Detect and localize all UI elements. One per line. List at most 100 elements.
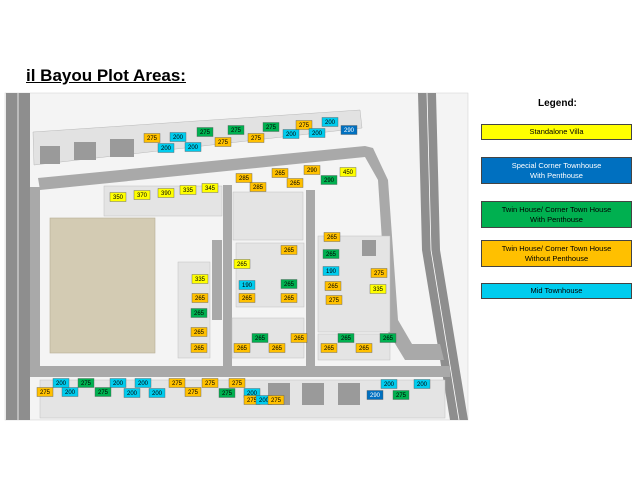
- plot-marker: [321, 117, 339, 127]
- plot-area-label: 265: [284, 248, 295, 254]
- plot-mid-200: 200: [123, 388, 141, 398]
- plot-area-label: 265: [194, 346, 205, 352]
- plot-marker: [308, 128, 326, 138]
- plot-mid-200: 200: [413, 379, 431, 389]
- plot-area-label: 265: [237, 262, 248, 268]
- plot-area-label: 265: [194, 330, 205, 336]
- plot-twin_ph-290: 290: [320, 175, 338, 185]
- plot-marker: [271, 168, 289, 178]
- plot-twin-275: 275: [228, 378, 246, 388]
- plot-area-label: 275: [222, 391, 233, 397]
- plot-twin-275: 275: [168, 378, 186, 388]
- plot-twin-275: 275: [184, 387, 202, 397]
- plot-marker: [324, 281, 342, 291]
- plot-villa-335: 335: [179, 185, 197, 195]
- plot-marker: [337, 333, 355, 343]
- plot-area-label: 200: [417, 382, 428, 388]
- plot-villa-345: 345: [201, 183, 219, 193]
- plot-marker: [379, 333, 397, 343]
- plot-area-label: 200: [152, 391, 163, 397]
- plot-area-label: 200: [65, 390, 76, 396]
- plot-twin-275: 275: [295, 120, 313, 130]
- legend-special-corner-townhouse: Special Corner Townhouse With Penthouse: [481, 157, 632, 184]
- grey-footprints: [40, 139, 376, 405]
- plot-marker: [218, 388, 236, 398]
- plot-area-label: 275: [40, 390, 51, 396]
- plot-marker: [247, 133, 265, 143]
- plot-twin_ph-265: 265: [379, 333, 397, 343]
- plot-twin_ph-275: 275: [392, 390, 410, 400]
- plot-marker: [392, 390, 410, 400]
- plot-area-label: 265: [255, 336, 266, 342]
- plot-marker: [77, 378, 95, 388]
- plot-mid-200: 200: [184, 142, 202, 152]
- plot-area-label: 335: [183, 188, 194, 194]
- plot-marker: [168, 378, 186, 388]
- plot-marker: [320, 175, 338, 185]
- plot-mid-200: 200: [157, 143, 175, 153]
- plot-marker: [123, 388, 141, 398]
- plot-marker: [280, 245, 298, 255]
- plot-twin_ph-275: 275: [262, 122, 280, 132]
- plot-marker: [280, 279, 298, 289]
- plot-villa-265: 265: [233, 259, 251, 269]
- plot-mid-200: 200: [308, 128, 326, 138]
- plot-marker: [190, 327, 208, 337]
- plot-marker: [191, 274, 209, 284]
- plot-twin_ph-275: 275: [218, 388, 236, 398]
- plot-marker: [322, 266, 340, 276]
- plot-area-label: 275: [329, 298, 340, 304]
- plot-marker: [282, 129, 300, 139]
- plot-area-label: 275: [200, 130, 211, 136]
- plot-area-label: 265: [284, 296, 295, 302]
- plot-area-label: 265: [290, 181, 301, 187]
- plot-twin-265: 265: [238, 293, 256, 303]
- plot-twin-285: 285: [235, 173, 253, 183]
- plot-area-label: 275: [266, 125, 277, 131]
- plot-area-label: 265: [383, 336, 394, 342]
- plot-twin-265: 265: [323, 232, 341, 242]
- plot-area-label: 265: [284, 282, 295, 288]
- plot-area-label: 275: [205, 381, 216, 387]
- plot-marker: [249, 182, 267, 192]
- plot-special-290: 290: [366, 390, 384, 400]
- plot-marker: [339, 167, 357, 177]
- plot-area-label: 265: [326, 252, 337, 258]
- plot-mid-200: 200: [61, 387, 79, 397]
- plot-area-label: 275: [299, 123, 310, 129]
- plot-marker: [109, 378, 127, 388]
- tan-building: [49, 217, 156, 354]
- plot-marker: [190, 343, 208, 353]
- plot-marker: [262, 122, 280, 132]
- plot-twin_ph-275: 275: [227, 125, 245, 135]
- plot-area-label: 335: [195, 277, 206, 283]
- plot-marker: [303, 165, 321, 175]
- plot-marker: [169, 132, 187, 142]
- plot-marker: [238, 293, 256, 303]
- plot-marker: [179, 185, 197, 195]
- plot-marker: [295, 120, 313, 130]
- plot-marker: [290, 333, 308, 343]
- plot-area-label: 265: [242, 296, 253, 302]
- plot-marker: [201, 378, 219, 388]
- plot-twin_ph-275: 275: [77, 378, 95, 388]
- plot-mid-200: 200: [169, 132, 187, 142]
- plot-area-label: 200: [56, 381, 67, 387]
- plot-twin-265: 265: [290, 333, 308, 343]
- plot-villa-390: 390: [157, 188, 175, 198]
- plot-twin-275: 275: [247, 133, 265, 143]
- plot-twin-275: 275: [214, 137, 232, 147]
- plot-area-label: 275: [188, 390, 199, 396]
- plot-area-label: 190: [326, 269, 337, 275]
- plot-villa-350: 350: [109, 192, 127, 202]
- plot-marker: [235, 173, 253, 183]
- plot-twin-265: 265: [355, 343, 373, 353]
- legend-standalone-villa: Standalone Villa: [481, 124, 632, 140]
- plot-twin_ph-265: 265: [190, 308, 208, 318]
- plot-twin_ph-275: 275: [94, 387, 112, 397]
- plot-mid-200: 200: [134, 378, 152, 388]
- plot-twin-285: 285: [249, 182, 267, 192]
- plot-twin-275: 275: [370, 268, 388, 278]
- plot-mid-190: 190: [238, 280, 256, 290]
